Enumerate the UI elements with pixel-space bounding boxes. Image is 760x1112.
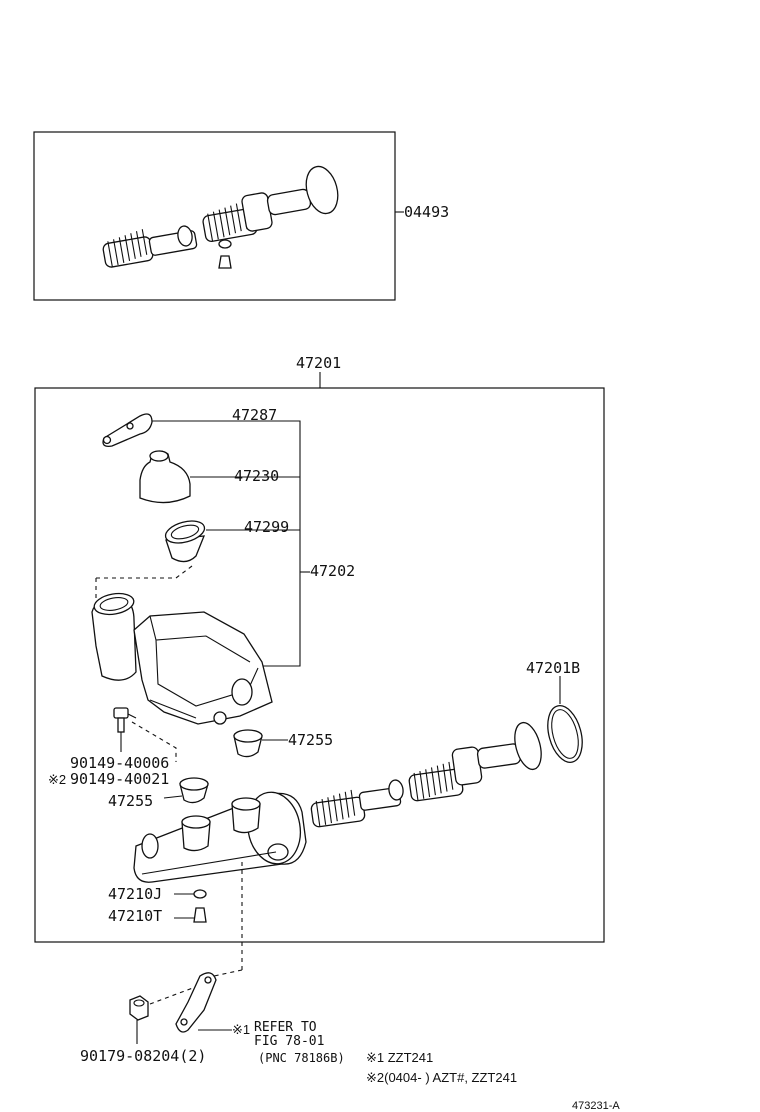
grommet-47255-upper-icon	[233, 729, 263, 758]
label-47201: 47201	[296, 354, 341, 372]
cap-47230-icon	[139, 450, 191, 504]
bolt-90149-icon	[113, 707, 129, 733]
assy-47201-group: 47201 47287 47230 47299 47202	[34, 354, 605, 970]
o-ring-47201B-icon	[547, 705, 583, 763]
kit-washer-icon	[218, 239, 232, 249]
nut-90179-icon	[129, 995, 149, 1021]
kit-primary-piston-icon	[202, 188, 312, 243]
label-90149-40021: 90149-40021	[70, 770, 169, 788]
label-47201B: 47201B	[526, 659, 580, 677]
note-pnc: (PNC 78186B)	[258, 1051, 345, 1065]
label-47202: 47202	[310, 562, 355, 580]
piston-spring-secondary-icon	[310, 779, 404, 828]
label-47210J: 47210J	[108, 885, 162, 903]
bleeder-47210T-icon	[193, 907, 207, 923]
kit-04493-group: 04493	[33, 131, 449, 301]
note-refer-to: REFER TO	[254, 1020, 317, 1035]
label-47230: 47230	[234, 467, 279, 485]
o-ring-small-icon	[514, 721, 542, 771]
assy-47201-frame	[34, 387, 605, 943]
label-04493: 04493	[404, 203, 449, 221]
kit-spring-piston-icon	[102, 225, 198, 268]
bracket-icon	[175, 972, 217, 1033]
kit-04493-frame	[33, 131, 396, 301]
strainer-47299-icon	[164, 520, 206, 563]
legend-line-1: ※1 ZZT241	[366, 1050, 433, 1065]
washer-47210J-icon	[193, 889, 207, 899]
grommet-47255-lower-icon	[179, 777, 209, 804]
lower-parts-group: 90179-08204(2) ※1 REFER TO FIG 78-01 (PN…	[80, 969, 620, 1112]
piston-spring-primary-icon	[408, 743, 522, 802]
mark-90149-40021: ※2	[48, 772, 66, 787]
reservoir-47202-icon	[91, 592, 273, 725]
note-mark: ※1	[232, 1022, 250, 1037]
label-47210T: 47210T	[108, 907, 162, 925]
label-90149-40006: 90149-40006	[70, 754, 169, 772]
label-90179-08204: 90179-08204(2)	[80, 1047, 206, 1065]
kit-o-ring-icon	[305, 165, 339, 215]
legend-line-2: ※2(0404- ) AZT#, ZZT241	[366, 1070, 517, 1085]
label-47255-lower: 47255	[108, 792, 153, 810]
master-cylinder-body-icon	[133, 791, 307, 883]
label-47299: 47299	[244, 518, 289, 536]
note-fig: FIG 78-01	[254, 1034, 324, 1049]
gasket-47287-icon	[102, 413, 153, 447]
figure-id: 473231-A	[572, 1100, 620, 1112]
kit-bolt-icon	[218, 255, 232, 269]
label-47255-upper: 47255	[288, 731, 333, 749]
label-47287: 47287	[232, 406, 277, 424]
